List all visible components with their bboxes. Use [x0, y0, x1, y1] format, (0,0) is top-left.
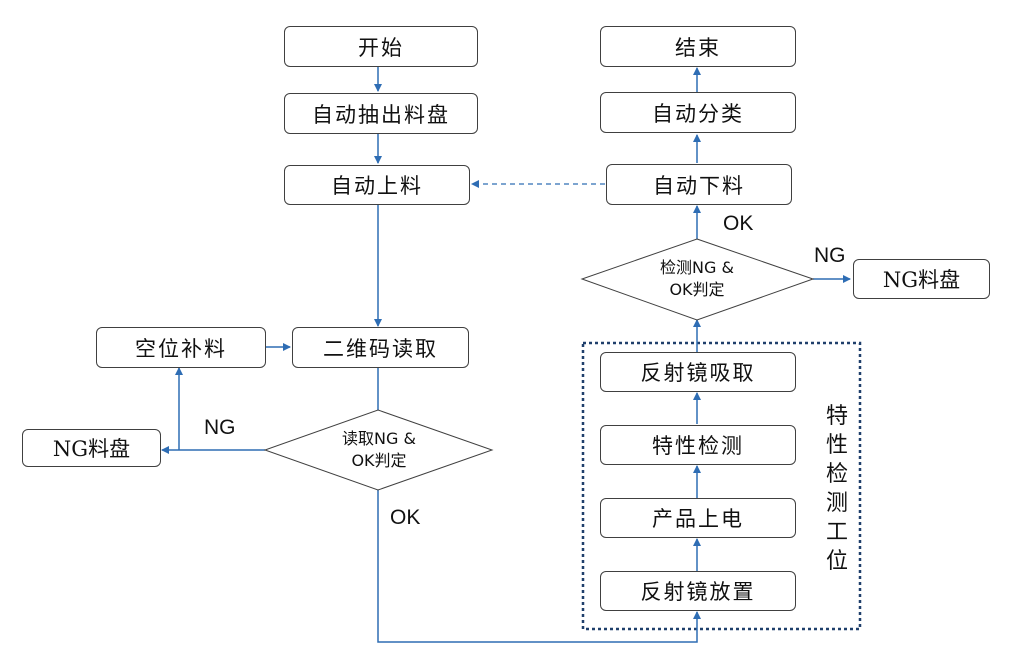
- test-station-frame: [581, 341, 862, 631]
- test-station-label: 特性检测工位: [825, 404, 848, 574]
- decision-read-diamond: [263, 409, 494, 491]
- mirror-pick-node: 反射镜吸取: [600, 352, 796, 392]
- start-node: 开始: [284, 26, 478, 67]
- qr-read-node: 二维码读取: [292, 327, 469, 368]
- auto-sort-node: 自动分类: [600, 92, 796, 133]
- label-ng-left: NG: [204, 416, 236, 439]
- label-ok-left: OK: [390, 506, 421, 529]
- power-on-node: 产品上电: [600, 498, 796, 538]
- decision-detect-line2: OK判定: [669, 280, 725, 299]
- char-test-node: 特性检测: [600, 425, 796, 465]
- decision-read-line1: 读取NG &: [342, 429, 416, 448]
- ng-tray-left-node: NG料盘: [22, 429, 161, 467]
- decision-read-text: 读取NG & OK判定: [305, 428, 453, 472]
- mirror-place-node: 反射镜放置: [600, 571, 796, 611]
- label-ng-right: NG: [814, 244, 846, 267]
- decision-detect-diamond: [580, 238, 815, 321]
- arrow-ok-to-mirror-place: [377, 490, 701, 643]
- auto-load-node: 自动上料: [284, 165, 470, 205]
- decision-detect-line1: 检测NG &: [660, 258, 734, 277]
- decision-detect-text: 检测NG & OK判定: [624, 257, 770, 301]
- decision-read-line2: OK判定: [351, 451, 407, 470]
- label-ok-right: OK: [723, 212, 754, 235]
- auto-unload-node: 自动下料: [606, 164, 792, 205]
- end-node: 结束: [600, 26, 796, 67]
- ng-tray-right-node: NG料盘: [853, 259, 990, 299]
- auto-extract-tray-node: 自动抽出料盘: [284, 93, 478, 134]
- empty-refill-node: 空位补料: [96, 327, 266, 368]
